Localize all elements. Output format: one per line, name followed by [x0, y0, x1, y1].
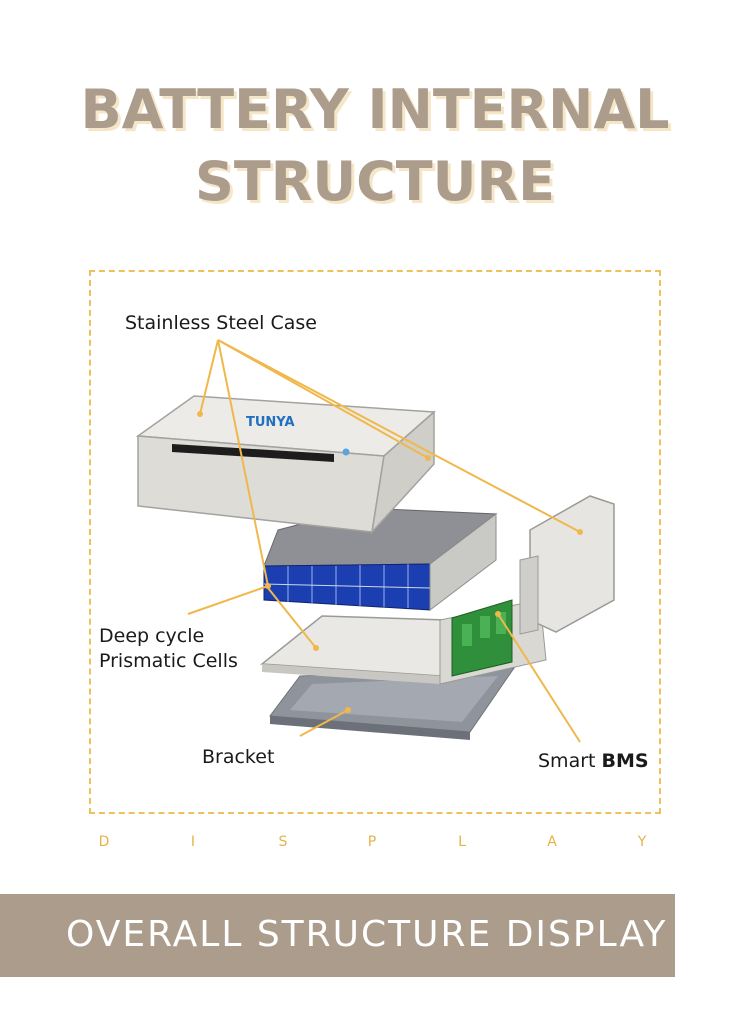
section-banner: OVERALL STRUCTURE DISPLAY [0, 894, 675, 977]
label-smart-bms-prefix: Smart [538, 750, 602, 772]
page-title-line-1: BATTERY INTERNAL [80, 78, 670, 141]
display-letter: I [190, 834, 196, 850]
label-smart-bms-bold: BMS [601, 750, 649, 772]
steel-case-illustration: TUNYA [135, 395, 436, 535]
label-bracket: Bracket [202, 746, 275, 768]
display-letter: P [367, 834, 377, 850]
display-letter: S [278, 834, 288, 850]
page-title-line-2: STRUCTURE [195, 150, 555, 213]
leader-lines [187, 339, 581, 743]
label-stainless-steel-case: Stainless Steel Case [125, 312, 317, 334]
banner-title: OVERALL STRUCTURE DISPLAY [66, 914, 668, 955]
label-deep-cycle: Deep cycle [99, 625, 205, 647]
bms-board-illustration [451, 599, 513, 677]
display-letter: A [547, 834, 557, 850]
display-letter-row: D I S P L A Y [0, 834, 750, 854]
leader-dots [197, 411, 583, 713]
label-prismatic-cells: Prismatic Cells [99, 650, 238, 672]
cell-module-illustration [263, 507, 498, 612]
display-letter: D [98, 834, 110, 850]
label-smart-bms: Smart BMS [538, 749, 649, 773]
display-letter: L [458, 834, 466, 850]
display-letter: Y [637, 834, 647, 850]
brand-logo: TUNYA [246, 415, 295, 430]
bracket-illustration [269, 667, 515, 740]
end-cap-illustration [519, 495, 615, 635]
diagram-frame [89, 270, 661, 814]
